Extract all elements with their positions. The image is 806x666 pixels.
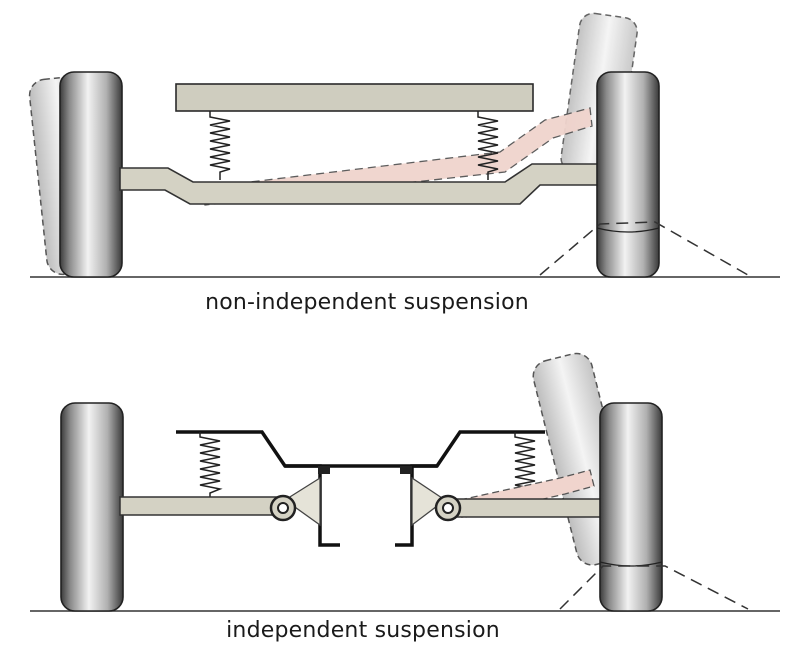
right-wheel-bottom xyxy=(599,402,663,612)
right-wheel-top xyxy=(596,71,660,278)
spring-left-top xyxy=(209,111,231,180)
joint-bracket-left xyxy=(283,476,321,527)
tilt-dash-top xyxy=(539,221,749,276)
half-shaft-left xyxy=(119,496,281,516)
spring-right-top xyxy=(477,111,499,180)
caption-non-independent: non-independent suspension xyxy=(205,290,529,315)
joint-bracket-right xyxy=(411,476,447,527)
half-shaft-right xyxy=(447,498,604,518)
joint-right-hub xyxy=(442,502,454,514)
diff-cap-right xyxy=(400,466,412,474)
tilt-dash-bottom xyxy=(559,565,749,610)
left-wheel-top xyxy=(59,71,123,278)
spring-left-bottom xyxy=(199,432,223,500)
caption-independent: independent suspension xyxy=(226,618,500,643)
joint-left-hub xyxy=(277,502,289,514)
left-wheel-bottom xyxy=(60,402,124,612)
spring-right-bottom xyxy=(514,432,538,500)
diff-cap-left xyxy=(318,466,330,474)
independent-panel xyxy=(30,352,780,612)
chassis-top xyxy=(175,83,534,112)
non-independent-panel xyxy=(28,12,780,278)
